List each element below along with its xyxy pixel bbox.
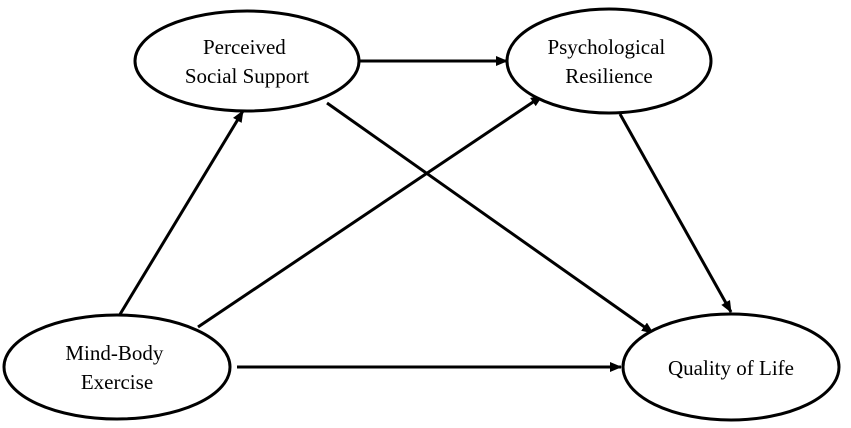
node-perceived-social-support-label: Perceived Social Support xyxy=(185,35,309,88)
node-psychological-resilience-label: Psychological Resilience xyxy=(547,35,670,88)
edge-psychological-resilience-to-quality-of-life xyxy=(618,113,733,313)
edge-mind-body-exercise-to-perceived-social-support xyxy=(117,110,245,317)
node-perceived-social-support-line-2: Social Support xyxy=(185,64,309,88)
node-psychological-resilience-ellipse xyxy=(505,7,713,115)
node-psychological-resilience-line-1: Psychological xyxy=(547,35,665,59)
node-mind-body-exercise-label: Mind-Body Exercise xyxy=(65,341,168,394)
node-quality-of-life-ellipse xyxy=(621,312,841,422)
node-mind-body-exercise-line-2: Exercise xyxy=(81,370,153,394)
edges-layer xyxy=(117,56,733,372)
node-quality-of-life-line-1: Quality of Life xyxy=(668,356,794,380)
edge-mind-body-exercise-to-psychological-resilience xyxy=(197,94,543,329)
node-mind-body-exercise: Mind-Body Exercise xyxy=(2,313,232,421)
node-perceived-social-support: Perceived Social Support xyxy=(133,9,361,113)
node-perceived-social-support-ellipse xyxy=(133,9,361,113)
node-quality-of-life: Quality of Life xyxy=(621,312,841,422)
node-quality-of-life-label: Quality of Life xyxy=(668,356,794,380)
node-mind-body-exercise-line-1: Mind-Body xyxy=(65,341,164,365)
node-mind-body-exercise-ellipse xyxy=(2,313,232,421)
nodes-layer: Perceived Social Support Psychological R… xyxy=(2,7,841,422)
node-psychological-resilience: Psychological Resilience xyxy=(505,7,713,115)
node-psychological-resilience-line-2: Resilience xyxy=(565,64,652,88)
edge-perceived-social-support-to-quality-of-life xyxy=(326,101,654,335)
node-perceived-social-support-line-1: Perceived xyxy=(203,35,286,59)
